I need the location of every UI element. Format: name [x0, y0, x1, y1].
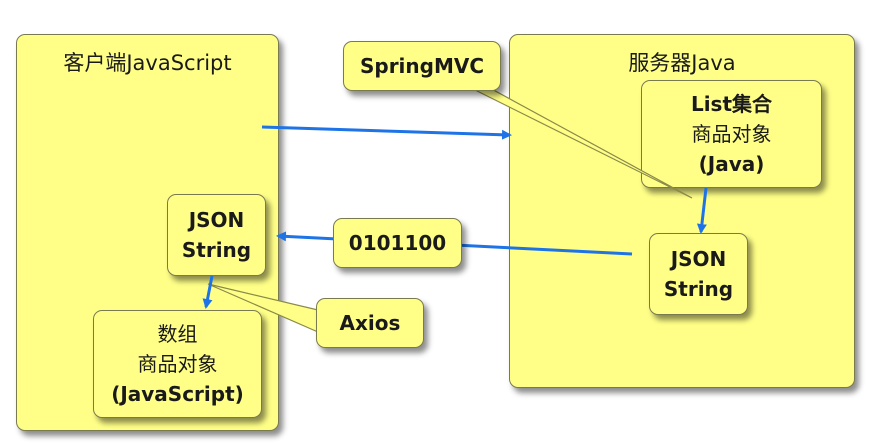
- client-json-string-node: JSON String: [167, 194, 266, 276]
- server-json-string-node: JSON String: [649, 233, 748, 315]
- client-json-line2: String: [181, 238, 252, 262]
- client-title: 客户端JavaScript: [63, 51, 232, 75]
- server-list-node: List集合 商品对象 (Java): [641, 80, 822, 188]
- binary-data-callout: 0101100: [333, 218, 462, 268]
- server-title: 服务器Java: [628, 51, 736, 75]
- client-array-node: 数组 商品对象 (JavaScript): [93, 310, 262, 418]
- client-json-line1: JSON: [188, 208, 245, 232]
- client-array-line1: 数组: [157, 322, 198, 346]
- server-list-line3: (Java): [698, 152, 765, 176]
- springmvc-label: SpringMVC: [359, 54, 485, 78]
- server-json-line1: JSON: [670, 247, 727, 271]
- client-array-line2: 商品对象: [137, 352, 218, 376]
- binary-data-label: 0101100: [348, 231, 447, 255]
- server-list-line1: List集合: [690, 92, 773, 116]
- axios-callout: Axios: [316, 298, 424, 348]
- request-arrow: [261, 125, 512, 140]
- server-list-line2: 商品对象: [691, 122, 772, 146]
- client-array-line3: (JavaScript): [111, 382, 244, 406]
- springmvc-callout: SpringMVC: [343, 41, 501, 91]
- axios-label: Axios: [339, 311, 401, 335]
- server-json-line2: String: [663, 277, 734, 301]
